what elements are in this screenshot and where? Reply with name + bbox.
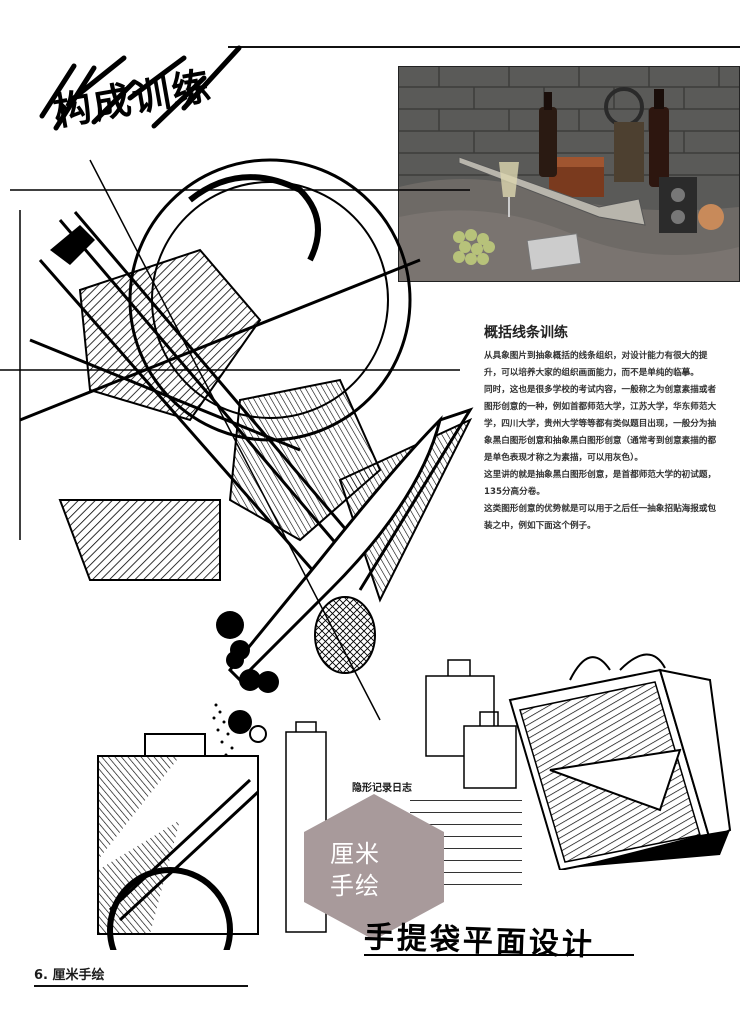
black-ball-group xyxy=(228,710,267,743)
still-life-photo xyxy=(398,66,740,282)
article-paragraph: 从具象图片到抽象概括的线条组织，对设计能力有很大的提升，可以培养大家的组织画面能… xyxy=(484,351,708,378)
note-line xyxy=(410,824,522,825)
note-line xyxy=(410,848,522,849)
note-line xyxy=(410,812,522,813)
abstract-line-sketch xyxy=(0,120,480,740)
note-line xyxy=(410,884,522,885)
article-paragraph: 同时，这也是很多学校的考试内容，一般称之为创意素描或者图形创意的一种，例如首都师… xyxy=(484,385,717,463)
note-title: 隐形记录日志 xyxy=(352,783,412,794)
article-heading: 概括线条训练 xyxy=(484,325,568,341)
hand-title-block: 构成训练 xyxy=(34,38,244,148)
hand-title-strokes xyxy=(39,45,242,131)
note-line xyxy=(410,800,522,801)
top-divider xyxy=(228,46,740,48)
note-line xyxy=(410,836,522,837)
note-line xyxy=(410,872,522,873)
title-underline xyxy=(364,954,634,956)
article-paragraph: 这里讲的就是抽象黑白图形创意，是首都师范大学的初试题，135分高分卷。 xyxy=(484,470,717,497)
page-footer-label: 6. 厘米手绘 xyxy=(34,968,105,983)
article-paragraph: 这类图形创意的优势就是可以用于之后任一抽象招贴海报或包装之中，例如下面这个例子。 xyxy=(484,504,717,531)
bag-design-title: 手提袋平面设计 xyxy=(363,919,596,964)
brand-hexagon-badge xyxy=(304,794,444,940)
badge-line-1: 厘米 xyxy=(330,840,380,868)
badge-line-2: 手绘 xyxy=(330,872,380,900)
bag-mockups-right xyxy=(410,640,740,872)
note-line xyxy=(410,860,522,861)
footer-divider xyxy=(34,985,248,987)
article-text: 概括线条训练 从具象图片到抽象概括的线条组织，对设计能力有很大的提升，可以培养大… xyxy=(484,322,724,535)
